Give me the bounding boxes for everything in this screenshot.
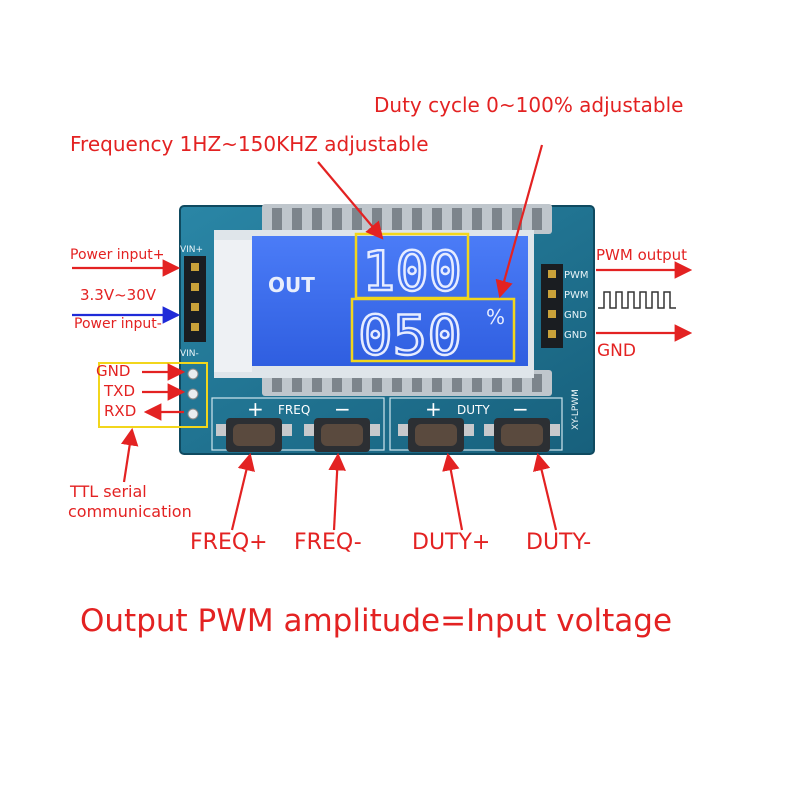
voltage-range-label: 3.3V~30V [80,286,157,304]
serial-pins-highlight [98,362,208,428]
freq-group-silk: FREQ [278,403,310,417]
arrow-duty-minus [533,452,558,531]
freq-minus-label: FREQ- [294,530,362,555]
lcd-duty-digits: 050 [358,304,462,367]
duty-plus-button [398,418,474,452]
power-input-positive-label: Power input+ [70,247,165,263]
annotation-arrows [72,144,693,531]
freq-plus-label: FREQ+ [190,530,268,555]
serial-pads [187,368,199,420]
frequency-range-annotation: Frequency 1HZ~150KHZ adjustable [70,132,429,156]
vin-minus-silk: VIN- [180,349,199,359]
arrow-freq-minus [328,452,346,531]
footer-caption: Output PWM amplitude=Input voltage [80,603,673,639]
arrow-ttl [120,427,139,483]
pwm-output-label: PWM output [596,246,688,264]
pin-label-pwm-2: PWM [564,290,589,301]
freq-plus-silk: + [247,397,264,421]
lcd-frequency-digits: 100 [362,240,462,303]
arrow-duty-range [495,144,544,299]
serial-txd-label: TXD [104,382,135,400]
pwm-waveform-icon [598,291,676,309]
power-input-negative-label: Power input- [74,316,162,332]
freq-minus-silk: − [334,397,351,421]
ttl-serial-label: TTL serial [70,482,147,501]
serial-gnd-label: GND [96,362,131,380]
ttl-communication-label: communication [68,502,192,521]
output-pin-header [541,264,563,348]
serial-rxd-label: RXD [104,402,137,420]
lcd-percent-sign: % [486,305,505,329]
duty-plus-silk: + [425,397,442,421]
power-pin-header [184,256,206,342]
pin-label-gnd-1: GND [564,310,587,321]
duty-plus-label: DUTY+ [412,530,491,555]
duty-minus-button [484,418,560,452]
freq-plus-button [216,418,292,452]
duty-range-annotation: Duty cycle 0~100% adjustable [374,93,684,117]
gnd-output-label: GND [597,341,636,361]
lcd-pins-top [262,204,552,234]
lcd-out-label: OUT [268,273,315,297]
arrow-freq-plus [230,452,255,531]
pin-label-gnd-2: GND [564,330,587,341]
model-silk: XY-LPWM [571,389,581,430]
duty-minus-label: DUTY- [526,530,592,555]
duty-group-silk: DUTY [457,403,490,417]
freq-minus-button [304,418,380,452]
vin-plus-silk: VIN+ [180,245,203,255]
arrow-duty-plus [442,452,464,531]
arrow-freq-range [317,161,384,240]
pin-label-pwm-1: PWM [564,270,589,281]
duty-display-highlight [350,297,516,363]
duty-minus-silk: − [512,397,529,421]
lcd-screen [252,236,528,366]
